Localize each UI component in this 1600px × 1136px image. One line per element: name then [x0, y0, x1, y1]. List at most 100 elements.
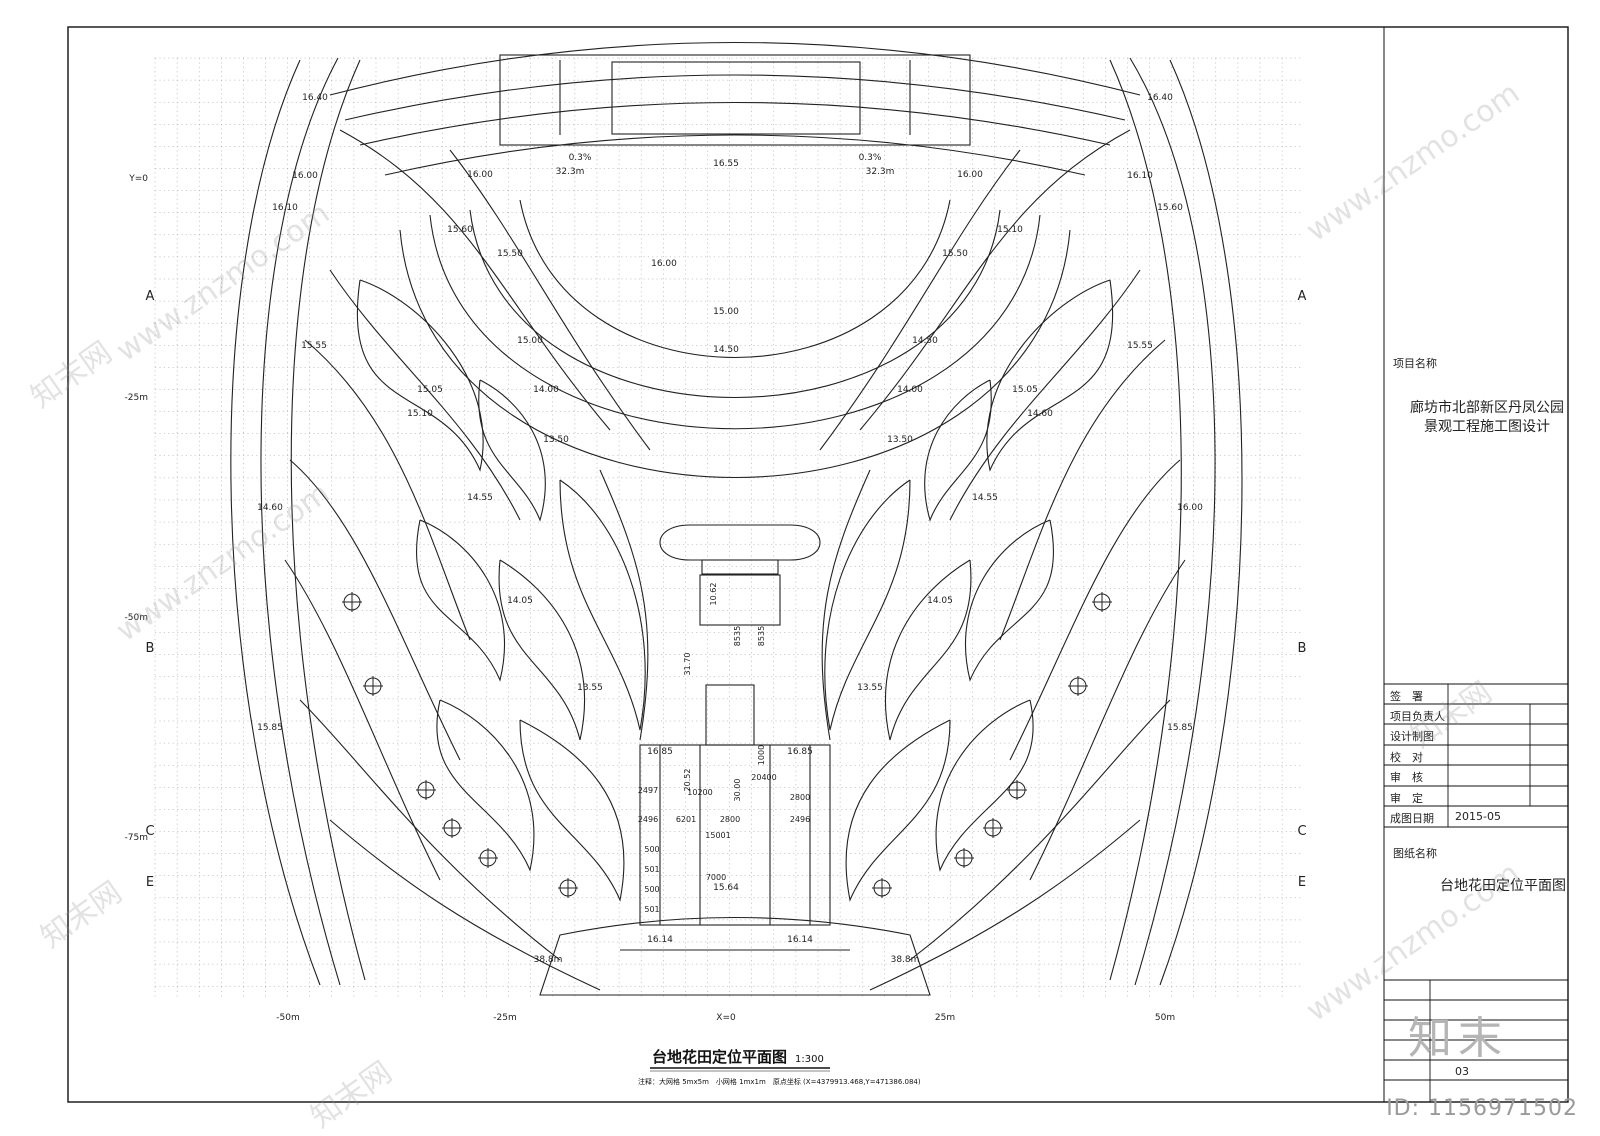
petal-left-5 [559, 479, 646, 731]
elevation-label: 16.85 [647, 747, 673, 757]
outer-path-left-2 [290, 59, 366, 981]
petal-right-4 [885, 559, 972, 741]
x-axis-label: -50m [276, 1013, 299, 1023]
outer-boundary-right [1129, 57, 1216, 986]
central-ring-2 [429, 214, 1041, 430]
dimension-label: 10200 [687, 788, 712, 797]
y-axis-label: -50m [125, 613, 148, 623]
top-building [499, 54, 971, 146]
radial-path-left-1 [339, 129, 611, 431]
top-arc-1 [329, 42, 1141, 96]
radial-path-right-4 [999, 339, 1166, 641]
title-block-row-label: 设计制图 [1390, 730, 1434, 743]
drawing-name: 台地花田定位平面图 [1440, 878, 1566, 894]
elevation-label: 14.05 [927, 596, 953, 606]
elevation-label: 15.05 [417, 385, 443, 395]
slope-label: 32.3m [866, 167, 895, 177]
slope-label: 32.3m [556, 167, 585, 177]
radial-path-left-3 [329, 269, 521, 521]
elevation-label: 14.50 [713, 345, 739, 355]
central-ring-4 [519, 199, 951, 359]
elevation-label: 16.00 [467, 170, 493, 180]
dimension-label: 2496 [638, 815, 658, 824]
elevation-label: 15.50 [942, 249, 968, 259]
elevation-label: 16.55 [713, 159, 739, 169]
petal-left-1 [356, 279, 484, 472]
tree-markers [342, 592, 1112, 898]
elevation-label: 15.10 [407, 409, 433, 419]
elevation-label: 15.05 [1012, 385, 1038, 395]
slope-label: 0.3% [569, 153, 592, 163]
elevation-label: 16.85 [787, 747, 813, 757]
petal-right-3 [965, 519, 1055, 682]
x-axis-label: 25m [935, 1013, 955, 1023]
elevation-label: 14.60 [1027, 409, 1053, 419]
dimension-label: 20.52 [683, 769, 692, 792]
central-ring-3 [469, 209, 1001, 399]
elevation-label: 14.60 [257, 503, 283, 513]
center-plaza [699, 574, 781, 626]
grid-marker: B [146, 641, 155, 656]
elevation-label: 16.10 [272, 203, 298, 213]
elevation-label: 13.55 [857, 683, 883, 693]
title-block-row-label: 项目负责人 [1390, 710, 1445, 723]
x-axis-label: 50m [1155, 1013, 1175, 1023]
y-axis-label: -75m [125, 833, 148, 843]
title-block-row-label: 签 署 [1390, 690, 1423, 703]
central-ring-1 [399, 229, 1071, 479]
drawing-name-label: 图纸名称 [1393, 847, 1437, 860]
petal-right-7 [845, 719, 951, 902]
petal-left-3 [415, 519, 505, 682]
elevation-label: 14.05 [507, 596, 533, 606]
petal-right-1 [986, 279, 1114, 472]
dimension-label: 1000 [757, 745, 766, 765]
radial-path-left-4 [304, 339, 471, 641]
x-axis-label: X=0 [716, 1013, 736, 1023]
grid-marker: A [146, 289, 155, 304]
radial-path-left-6 [284, 559, 441, 881]
drawing-note: 注释：大网格 5mx5m 小网格 1mx1m 原点坐标 (X=4379913.4… [638, 1077, 921, 1086]
elevation-label: 15.55 [1127, 341, 1153, 351]
bottom-entrance [539, 916, 931, 996]
elevation-label: 16.00 [651, 259, 677, 269]
title-block-row-label: 成图日期 [1390, 812, 1434, 825]
project-name-line2: 景观工程施工图设计 [1424, 419, 1550, 435]
coordinate-grid [154, 57, 1302, 998]
terrace-garden-plan [230, 42, 1243, 996]
outer-path-left-1 [230, 59, 321, 986]
outer-path-right-1 [1159, 59, 1243, 986]
dimension-label: 500 [644, 885, 659, 894]
elevation-label: 14.00 [897, 385, 923, 395]
grid-marker: C [1297, 824, 1306, 839]
x-axis-label: -25m [493, 1013, 516, 1023]
petal-right-6 [935, 699, 1034, 872]
grid-marker: C [145, 824, 154, 839]
elevation-label: 13.55 [577, 683, 603, 693]
dimension-label: 8535 [733, 626, 742, 646]
dimension-label: 20400 [751, 773, 776, 782]
title-block-row-value: 2015-05 [1455, 810, 1501, 823]
elevation-label: 16.40 [1147, 93, 1173, 103]
slope-label: 0.3% [859, 153, 882, 163]
brand-logo: 知末 [1408, 1013, 1508, 1064]
title-block-lines [1384, 683, 1568, 1102]
elevation-label: 13.50 [543, 435, 569, 445]
slope-label: 38.8m [891, 955, 920, 965]
dimension-label: 10.62 [709, 583, 718, 606]
elevation-label: 16.40 [302, 93, 328, 103]
drawing-frame [67, 26, 1569, 1103]
petal-left-4 [498, 559, 585, 741]
dimension-label: 7000 [706, 873, 726, 882]
elevation-label: 16.14 [647, 935, 673, 945]
sheet-number: 03 [1455, 1065, 1469, 1078]
elevation-label: 16.10 [1127, 171, 1153, 181]
id-text: ID: 1156971502 [1386, 1096, 1578, 1121]
grid-marker: B [1298, 641, 1307, 656]
elevation-label: 13.50 [887, 435, 913, 445]
elevation-label: 15.55 [301, 341, 327, 351]
radial-path-left-8 [329, 819, 601, 991]
elevation-label: 16.00 [1177, 503, 1203, 513]
